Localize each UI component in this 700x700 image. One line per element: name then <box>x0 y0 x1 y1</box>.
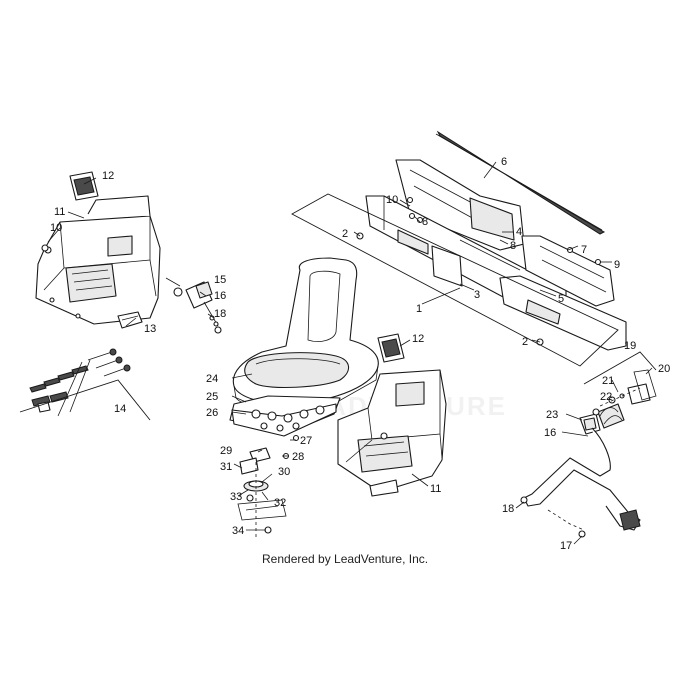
callout-labels: 1 2 2 3 4 5 6 7 8 8 9 10 10 11 11 12 12 … <box>50 156 670 552</box>
callout-25: 25 <box>206 391 218 403</box>
callout-28: 28 <box>292 451 304 463</box>
left-seat-base <box>35 195 161 325</box>
render-credit: Rendered by LeadVenture, Inc. <box>262 552 428 566</box>
right-seat-label-plate <box>377 333 405 363</box>
callout-2: 2 <box>522 336 528 348</box>
callout-9: 9 <box>614 259 620 271</box>
callout-2: 2 <box>342 228 348 240</box>
seat-belt-buckle-small <box>173 281 222 334</box>
seat-slider-hardware <box>237 447 287 540</box>
callout-12: 12 <box>102 170 114 182</box>
callout-30: 30 <box>278 466 290 478</box>
callout-27: 27 <box>300 435 312 447</box>
callout-14: 14 <box>114 403 126 415</box>
callout-22: 22 <box>600 391 612 403</box>
callout-13: 13 <box>144 323 156 335</box>
callout-17: 17 <box>560 540 572 552</box>
center-seat-pan <box>229 395 341 437</box>
callout-24: 24 <box>206 373 218 385</box>
callout-33: 33 <box>230 491 242 503</box>
callout-10: 10 <box>50 222 62 234</box>
callout-18: 18 <box>214 308 226 320</box>
callout-11: 11 <box>430 483 441 495</box>
callout-18: 18 <box>502 503 514 515</box>
callout-16: 16 <box>214 290 226 302</box>
center-seat-cushion <box>232 257 379 411</box>
callout-8: 8 <box>510 240 516 252</box>
callout-11: 11 <box>54 206 65 218</box>
left-seat-label-plate <box>69 171 99 201</box>
callout-26: 26 <box>206 407 218 419</box>
callout-20: 20 <box>658 363 670 375</box>
callout-10: 10 <box>386 194 398 206</box>
callout-34: 34 <box>232 525 244 537</box>
callout-12: 12 <box>412 333 424 345</box>
bolt-27 <box>292 434 300 442</box>
tool-kit <box>19 348 151 421</box>
callout-1: 1 <box>416 303 422 315</box>
callout-21: 21 <box>602 375 614 387</box>
left-bolt <box>41 244 49 252</box>
back-panel-assembly <box>291 130 627 367</box>
callout-4: 4 <box>516 226 522 238</box>
callout-32: 32 <box>274 497 286 509</box>
callout-23: 23 <box>546 409 558 421</box>
callout-6: 6 <box>501 156 507 168</box>
callout-16: 16 <box>544 427 556 439</box>
callout-3: 3 <box>474 289 480 301</box>
callout-29: 29 <box>220 445 232 457</box>
leader-lines <box>47 161 653 545</box>
callout-15: 15 <box>214 274 226 286</box>
hinge-bracket <box>117 311 143 329</box>
right-seat-base <box>337 369 447 497</box>
callout-31: 31 <box>220 461 232 473</box>
callout-19: 19 <box>624 340 636 352</box>
seat-belt-assembly <box>520 351 657 538</box>
callout-8: 8 <box>422 216 428 228</box>
callout-5: 5 <box>558 293 564 305</box>
callout-7: 7 <box>581 244 587 256</box>
